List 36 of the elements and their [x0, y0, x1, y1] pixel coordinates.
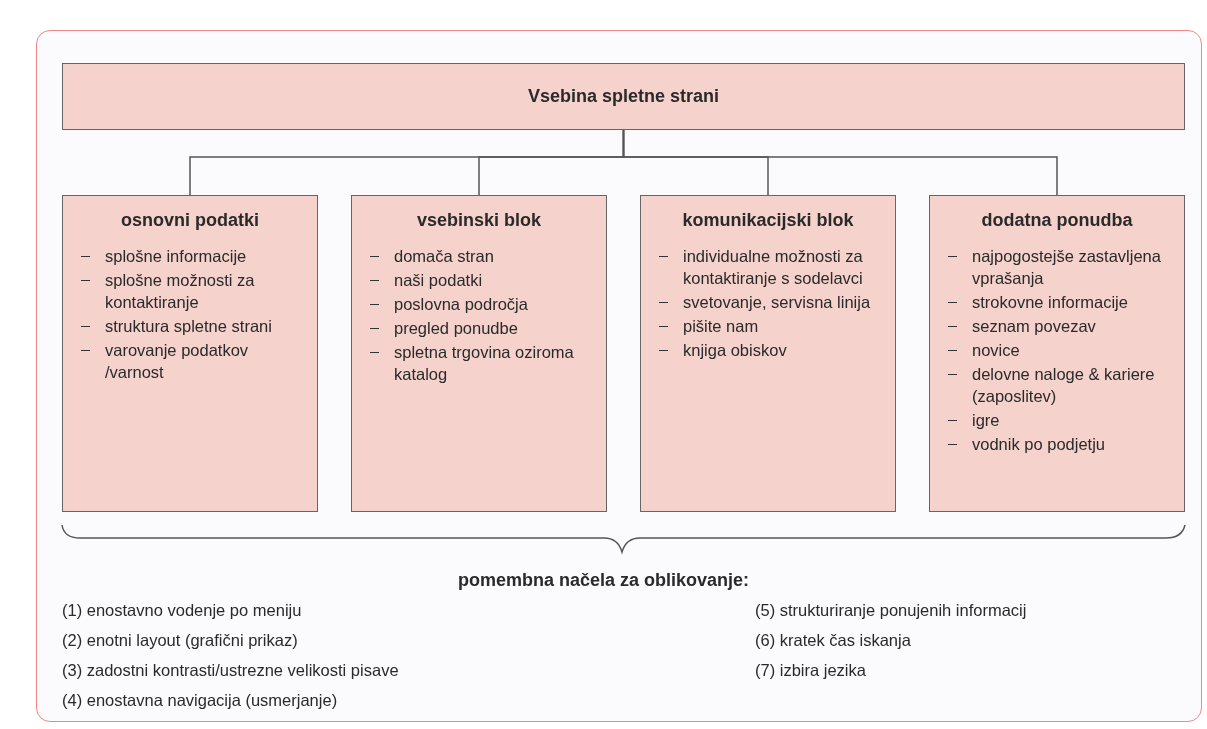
- list-item: naši podatki: [394, 271, 483, 289]
- list-item: splošne informacije: [105, 247, 247, 265]
- category-box: [929, 195, 1185, 512]
- connector-line: [622, 129, 1058, 196]
- list-item: varovanje podatkov /varnost: [105, 341, 249, 381]
- list-item: novice: [972, 341, 1020, 359]
- box-heading: vsebinski blok: [415, 210, 543, 231]
- principle-item: (3) zadostni kontrasti/ustrezne velikosti pisave: [62, 661, 399, 680]
- list-item: pišite nam: [683, 317, 759, 335]
- list-item: delovne naloge & kariere (zaposlitev): [972, 365, 1155, 405]
- section-heading: pomembna načela za oblikovanje:: [456, 570, 751, 591]
- principle-item: (7) izbira jezika: [755, 661, 866, 680]
- principle-item: (2) enotni layout (grafični prikaz): [62, 631, 298, 650]
- list-item: pregled ponudbe: [394, 319, 518, 337]
- list-item: vodnik po podjetju: [972, 435, 1105, 453]
- principle-item: (5) strukturiranje ponujenih informacij: [755, 601, 1027, 620]
- category-box: [351, 195, 607, 512]
- list-item: svetovanje, servisna linija: [683, 293, 871, 311]
- principle-item: (1) enostavno vodenje po meniju: [62, 601, 302, 620]
- list-item: spletna trgovina oziroma katalog: [394, 343, 574, 383]
- list-item: knjiga obiskov: [683, 341, 787, 359]
- category-box: [640, 195, 896, 512]
- list-item: igre: [972, 411, 1000, 429]
- title-box: [62, 63, 1185, 130]
- category-box: [62, 195, 318, 512]
- principle-item: (6) kratek čas iskanja: [755, 631, 911, 650]
- principle-item: (4) enostavna navigacija (usmerjanje): [62, 691, 338, 710]
- box-heading: osnovni podatki: [120, 210, 260, 231]
- box-heading: dodatna ponudba: [980, 210, 1134, 231]
- box-heading: komunikacijski blok: [681, 210, 855, 231]
- list-item: strokovne informacije: [972, 293, 1128, 311]
- list-item: struktura spletne strani: [105, 317, 272, 335]
- list-item: poslovna področja: [394, 295, 528, 313]
- list-item: domača stran: [394, 247, 494, 265]
- list-item: seznam povezav: [972, 317, 1096, 335]
- box-title: Vsebina spletne strani: [527, 86, 720, 107]
